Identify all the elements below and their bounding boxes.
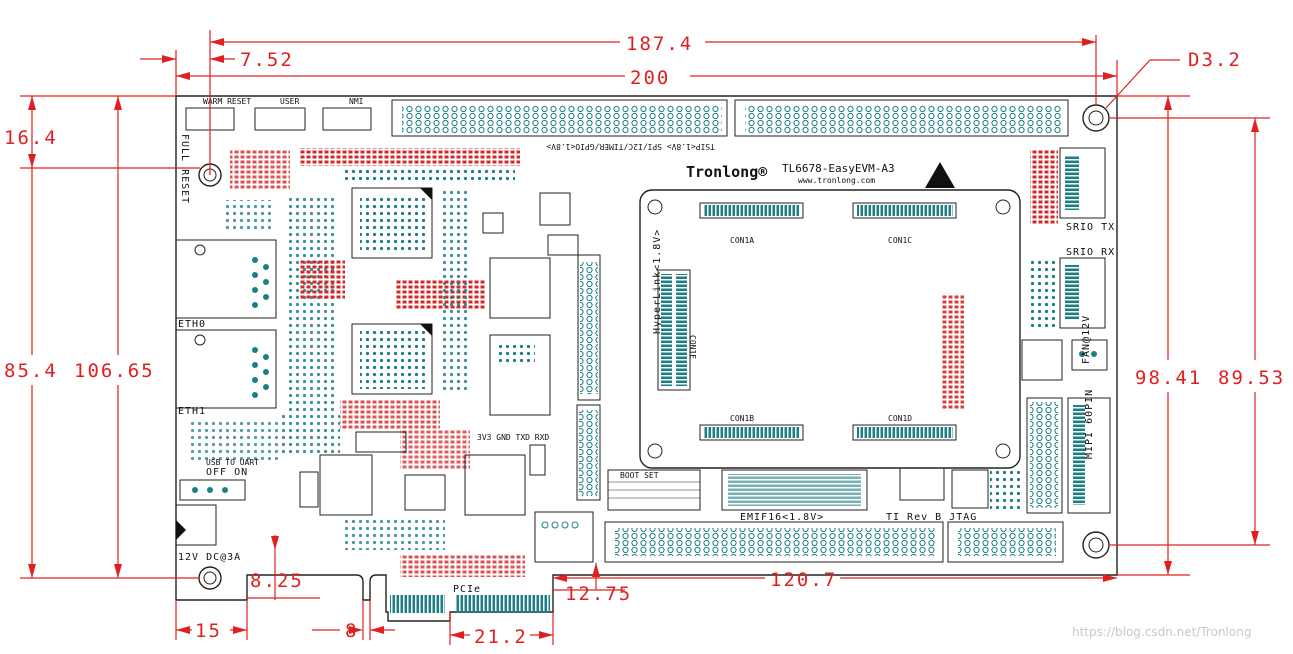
eth0-label: ETH0	[178, 319, 206, 330]
con1a-label: CON1A	[730, 236, 754, 245]
mipi-label: MIPI 60PIN	[1084, 389, 1095, 459]
off-on-label: OFF ON	[206, 467, 248, 478]
dim-hole-diameter: D3.2	[1188, 49, 1242, 71]
esd-icon	[925, 162, 955, 188]
dim-15: 15	[195, 620, 222, 642]
uart-pins-label: 3V3 GND TXD RXD	[477, 433, 549, 442]
con1e-label: CON1E	[688, 335, 697, 359]
emif-label: EMIF16<1.8V>	[740, 512, 824, 523]
dim-8: 8	[345, 620, 358, 642]
dim-21-2: 21.2	[474, 626, 528, 648]
dim-187-4: 187.4	[626, 33, 693, 55]
dim-120-7: 120.7	[770, 569, 837, 591]
left-components	[190, 148, 525, 577]
dim-8-25: 8.25	[250, 570, 304, 592]
bottom-components: BOOT SET EMIF16<1.8V> TI Rev B JTAG 3V3 …	[175, 431, 1064, 563]
website-label: www.tronlong.com	[798, 176, 875, 185]
right-connectors: SRIO TX SRIO RX FAN@12V MIPI 60PIN	[1021, 147, 1115, 514]
power-label: 12V DC@3A	[178, 552, 241, 563]
dim-7-52: 7.52	[240, 49, 294, 71]
user-label: USER	[280, 97, 299, 106]
dim-12-75: 12.75	[565, 583, 632, 605]
warm-reset-label: WARM RESET	[203, 97, 251, 106]
brand-logo: Tronlong®	[686, 163, 768, 181]
header-gpio	[391, 99, 728, 137]
eth1-label: ETH1	[178, 406, 206, 417]
header-tsip	[734, 99, 1069, 137]
usb-uart-label: USB TO UART	[206, 458, 259, 467]
dim-98-41: 98.41	[1135, 367, 1202, 389]
model-label: TL6678-EasyEVM-A3	[782, 162, 895, 175]
dimension-lines	[20, 30, 1270, 645]
ti-jtag-label: TI Rev B JTAG	[886, 512, 977, 523]
con1c-label: CON1C	[888, 236, 912, 245]
boot-set-label: BOOT SET	[620, 471, 659, 480]
watermark: https://blog.csdn.net/Tronlong	[1072, 625, 1251, 639]
som-module: CON1A CON1C CON1E CON1B CON1D	[639, 189, 1021, 469]
dim-89-53: 89.53	[1218, 367, 1285, 389]
pcie-fingers: PCIe	[390, 584, 550, 613]
dim-200: 200	[630, 67, 670, 89]
fan-label: FAN@12V	[1081, 315, 1092, 364]
srio-rx-label: SRIO RX	[1066, 247, 1115, 258]
srio-tx-label: SRIO TX	[1066, 222, 1115, 233]
spi-label: TSIP<1.8V> SPI/I2C/TIMER/GPIO<1.8V>	[546, 142, 715, 151]
nmi-label: NMI	[349, 97, 364, 106]
bga-chips	[351, 187, 433, 395]
dim-85-4: 85.4	[4, 360, 58, 382]
dim-106-65: 106.65	[74, 360, 155, 382]
power-section	[299, 192, 579, 516]
pcie-label: PCIe	[453, 584, 481, 595]
ethernet-ports: ETH0 ETH1	[175, 239, 277, 417]
con1b-label: CON1B	[730, 414, 754, 423]
dim-16-4: 16.4	[4, 127, 58, 149]
con1d-label: CON1D	[888, 414, 912, 423]
full-reset-label: FULL RESET	[179, 134, 190, 204]
